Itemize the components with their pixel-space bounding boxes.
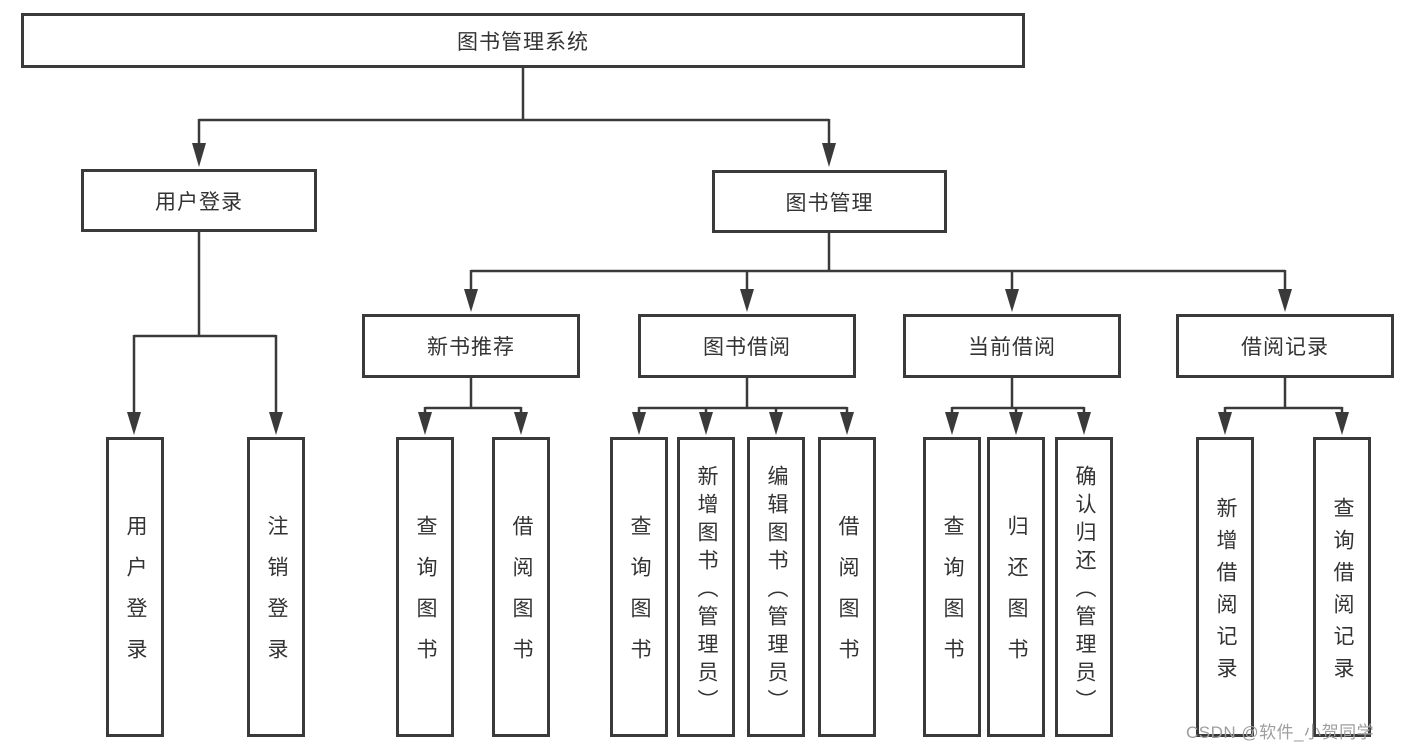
node-new-book-recommend-label: 新书推荐 xyxy=(427,336,515,359)
leaf-query-borrow-record-label: 查询借阅记录 xyxy=(1331,496,1354,689)
arrowhead-icon xyxy=(1077,412,1091,435)
node-current-borrowing: 当前借阅 xyxy=(903,314,1121,378)
connector-newbook-to-leaves xyxy=(418,378,528,435)
leaf-edit-book-admin: 编辑图书（管理员） xyxy=(747,437,805,737)
leaf-return-books: 归还图书 xyxy=(987,437,1045,737)
leaf-borrow-books-borrowing-label: 借阅图书 xyxy=(836,515,859,679)
arrowhead-icon xyxy=(699,412,713,435)
arrowhead-icon xyxy=(1335,412,1349,435)
leaf-add-borrow-record-label: 新增借阅记录 xyxy=(1214,496,1237,689)
arrowhead-icon xyxy=(945,412,959,435)
arrowhead-icon xyxy=(740,289,754,312)
leaf-add-book-admin-label: 新增图书（管理员） xyxy=(695,464,718,717)
arrowhead-icon xyxy=(1005,289,1019,312)
node-current-borrowing-label: 当前借阅 xyxy=(968,336,1056,359)
node-user-login-label: 用户登录 xyxy=(155,190,243,214)
leaf-query-borrow-record: 查询借阅记录 xyxy=(1313,437,1371,737)
arrowhead-icon xyxy=(1278,289,1292,312)
leaf-query-books-borrowing: 查询图书 xyxy=(610,437,668,737)
csdn-watermark: CSDN @软件_小贺同学 xyxy=(1186,723,1375,742)
node-library-system: 图书管理系统 xyxy=(21,13,1025,68)
leaf-logout: 注销登录 xyxy=(247,437,305,737)
leaf-add-borrow-record: 新增借阅记录 xyxy=(1196,437,1254,737)
connector-root-to-level2 xyxy=(192,68,836,167)
leaf-confirm-return-admin-label: 确认归还（管理员） xyxy=(1073,464,1096,717)
arrowhead-icon xyxy=(127,412,141,435)
connector-records-to-leaves xyxy=(1218,378,1349,435)
leaf-query-books-borrowing-label: 查询图书 xyxy=(628,515,651,679)
node-book-management-label: 图书管理 xyxy=(785,191,874,215)
arrowhead-icon xyxy=(1009,412,1023,435)
leaf-query-books-newbook-label: 查询图书 xyxy=(414,515,437,679)
leaf-borrow-books-newbook-label: 借阅图书 xyxy=(510,515,533,679)
leaf-edit-book-admin-label: 编辑图书（管理员） xyxy=(765,464,788,717)
node-library-system-label: 图书管理系统 xyxy=(457,30,589,54)
connector-borrow-to-leaves xyxy=(632,378,854,435)
node-book-borrowing-label: 图书借阅 xyxy=(703,336,791,359)
leaf-query-books-current-label: 查询图书 xyxy=(941,515,964,679)
arrowhead-icon xyxy=(192,143,206,167)
connector-current-to-leaves xyxy=(945,378,1091,435)
leaf-return-books-label: 归还图书 xyxy=(1005,515,1028,679)
arrowhead-icon xyxy=(269,412,283,435)
leaf-query-books-current: 查询图书 xyxy=(923,437,981,737)
leaf-borrow-books-newbook: 借阅图书 xyxy=(492,437,550,737)
leaf-logout-label: 注销登录 xyxy=(265,515,288,679)
leaf-borrow-books-borrowing: 借阅图书 xyxy=(818,437,876,737)
node-book-management: 图书管理 xyxy=(712,170,947,233)
node-book-borrowing: 图书借阅 xyxy=(638,314,856,378)
node-new-book-recommend: 新书推荐 xyxy=(362,314,580,378)
node-borrowing-records: 借阅记录 xyxy=(1176,314,1394,378)
leaf-user-login: 用户登录 xyxy=(106,437,164,737)
leaf-add-book-admin: 新增图书（管理员） xyxy=(677,437,735,737)
arrowhead-icon xyxy=(514,412,528,435)
leaf-confirm-return-admin: 确认归还（管理员） xyxy=(1055,437,1113,737)
arrowhead-icon xyxy=(769,412,783,435)
arrowhead-icon xyxy=(822,143,836,167)
arrowhead-icon xyxy=(464,289,478,312)
leaf-query-books-newbook: 查询图书 xyxy=(396,437,454,737)
leaf-user-login-label: 用户登录 xyxy=(124,515,147,679)
arrowhead-icon xyxy=(1218,412,1232,435)
node-borrowing-records-label: 借阅记录 xyxy=(1241,336,1329,359)
node-user-login: 用户登录 xyxy=(81,169,317,232)
connector-bookmgmt-to-level3 xyxy=(464,233,1292,312)
connector-userlogin-to-leaves xyxy=(127,232,283,435)
arrowhead-icon xyxy=(840,412,854,435)
arrowhead-icon xyxy=(418,412,432,435)
arrowhead-icon xyxy=(632,412,646,435)
